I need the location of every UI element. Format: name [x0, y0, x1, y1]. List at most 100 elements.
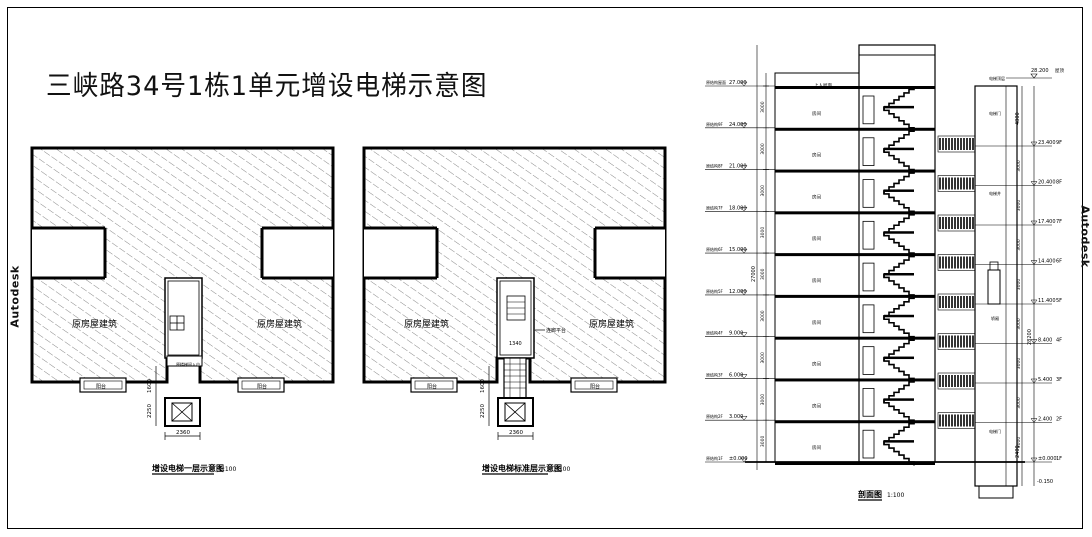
- floor-slab: [775, 336, 935, 340]
- left-level-label: 原结构6F: [706, 246, 724, 252]
- corridor-bridge: [937, 293, 976, 311]
- scale-plan-1: 1:100: [219, 466, 236, 473]
- drawing-title: 三峡路34号1栋1单元增设电梯示意图: [46, 71, 488, 102]
- floor-dim: 3000: [760, 352, 766, 364]
- right-level-floor: 3F: [1056, 377, 1062, 383]
- top-elev: 28.200: [1031, 68, 1049, 74]
- right-level-floor: 6F: [1056, 259, 1062, 265]
- room-label: 房间: [812, 277, 821, 284]
- right-level-floor: 8F: [1056, 180, 1062, 186]
- floor-slab: [775, 253, 935, 257]
- room-label: 房间: [812, 152, 821, 159]
- right-level-elev: 14.400: [1038, 259, 1056, 265]
- balcony-label-right-2: 阳台: [590, 383, 600, 390]
- right-level-elev: 5.400: [1038, 377, 1052, 383]
- corridor-bridge: [937, 333, 976, 350]
- balcony-right-2: [570, 377, 618, 393]
- floor-dim: 3000: [760, 227, 766, 239]
- roof-label: 上人屋面: [814, 82, 832, 89]
- left-level-elev: 15.000: [729, 247, 747, 253]
- dim-width-1: 2360: [176, 430, 190, 436]
- floor-slab: [775, 127, 935, 131]
- room-label: 房间: [812, 110, 821, 117]
- right-level-floor: 7F: [1056, 219, 1062, 225]
- floor-dim: 3000: [760, 143, 766, 155]
- top-floor-label: 屋顶: [1055, 68, 1064, 74]
- floor-slab: [775, 86, 935, 89]
- right-level-floor: 4F: [1056, 338, 1062, 344]
- balcony-label-left-1: 阳台: [96, 383, 106, 390]
- right-level-floor: 1F: [1056, 456, 1062, 462]
- door-label-bottom: 电梯门: [989, 428, 1001, 434]
- stair-core-2: [496, 277, 535, 359]
- elevator-floor-dim: 3000: [1016, 397, 1022, 409]
- building-label-right-2: 原房屋建筑: [589, 318, 634, 330]
- left-level-label: 原结构2F: [706, 413, 724, 419]
- floor-dim: 3000: [760, 101, 766, 113]
- caption-section: 剖面图: [858, 489, 882, 499]
- corridor-note-2: 连廊平台: [546, 327, 566, 334]
- elevator-top-dim: 4800: [1015, 112, 1021, 125]
- balcony-label-left-2: 阳台: [427, 383, 437, 390]
- stair-core-1: [164, 277, 203, 359]
- overall-dim: 27000: [751, 266, 757, 282]
- floor-dim: 3000: [760, 436, 766, 448]
- car-label: 轿厢: [991, 315, 999, 321]
- notch-right-1: [262, 228, 333, 278]
- floor-dim: 3000: [760, 185, 766, 197]
- floor-dim: 3000: [760, 394, 766, 406]
- dim-corridor-2: 1600: [480, 379, 486, 393]
- dim-width-2: 2360: [509, 430, 523, 436]
- left-level-elev: 21.000: [729, 164, 747, 170]
- right-level-elev: 23.400: [1038, 140, 1056, 146]
- scale-plan-2: 1:100: [553, 466, 570, 473]
- elevator-floor-dim: 3000: [1016, 358, 1022, 370]
- left-level-elev: 3.000: [729, 414, 743, 420]
- section-drawing: 上人屋面 轿厢 电梯顶层 电梯门 电梯井 电梯门 房间房间房间房间房间房间房间房…: [705, 44, 1064, 501]
- corridor-bridge: [937, 254, 976, 271]
- room-label: 房间: [812, 444, 821, 451]
- machine-label: 电梯顶层: [989, 75, 1005, 81]
- right-level-elev: 2.400: [1038, 417, 1052, 423]
- elevator-floor-dim: 3000: [1016, 160, 1022, 172]
- floor-slab: [775, 294, 935, 298]
- corridor-bridge: [937, 412, 976, 429]
- right-level-elev: 20.400: [1038, 180, 1056, 186]
- floor-slab: [775, 462, 935, 465]
- corridor-bridge: [937, 175, 976, 192]
- left-level-label: 原结构4F: [706, 330, 724, 336]
- plan-standard-floor: 连廊平台 1340 原房屋建筑 原房屋建筑 阳台 阳台 2360 1600 22…: [362, 146, 667, 475]
- room-label: 房间: [812, 361, 821, 368]
- dim-depth-2: 2250: [480, 404, 486, 418]
- pit-elev: -0.150: [1037, 479, 1053, 485]
- drawing-border: [7, 7, 1083, 529]
- room-label: 房间: [812, 402, 821, 409]
- balcony-label-right-1: 阳台: [257, 383, 267, 390]
- left-level-label: 原结构屋面: [706, 79, 726, 85]
- elevator-floor-dim: 3000: [1016, 200, 1022, 212]
- elevator-bottom-dim: 2400: [1015, 445, 1021, 458]
- right-level-elev: 11.400: [1038, 298, 1056, 304]
- floor-slab: [775, 169, 935, 173]
- left-level-elev: 27.000: [729, 80, 747, 86]
- right-level-elev: ±0.000: [1038, 456, 1057, 462]
- dim-depth-1: 2250: [147, 404, 153, 418]
- room-label: 房间: [812, 319, 821, 326]
- building-label-left-1: 原房屋建筑: [72, 318, 117, 330]
- corridor-bridge: [937, 214, 976, 232]
- elevator-floor-dim: 3000: [1016, 318, 1022, 330]
- plan-ground-floor: 原楼梯间入户 原房屋建筑 原房屋建筑 阳台 阳台 2360 1600 2250 …: [30, 146, 335, 475]
- left-level-elev: 24.000: [729, 122, 747, 128]
- elevator-floor-dim: 3000: [1016, 437, 1022, 449]
- corridor-bridge: [937, 135, 976, 153]
- right-level-floor: 2F: [1056, 417, 1062, 423]
- room-label: 房间: [812, 193, 821, 200]
- elevator-floor-dim: 3000: [1016, 279, 1022, 291]
- right-level-floor: 9F: [1056, 140, 1062, 146]
- left-level-elev: 9.000: [729, 331, 743, 337]
- left-level-label: 原结构5F: [706, 288, 724, 294]
- left-level-elev: 18.000: [729, 205, 747, 211]
- building-label-left-2: 原房屋建筑: [404, 318, 449, 330]
- floor-dim: 3000: [760, 310, 766, 322]
